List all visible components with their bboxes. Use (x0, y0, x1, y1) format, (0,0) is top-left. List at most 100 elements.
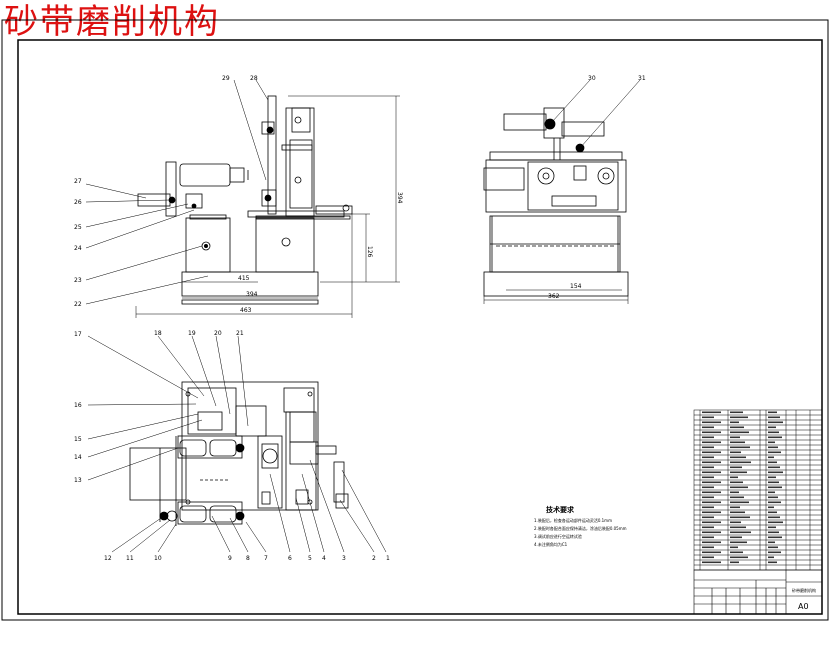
balloon-14: 14 (74, 454, 82, 461)
title-block (693, 569, 823, 615)
dim-front-base-width: 394 (246, 291, 258, 298)
parts-list-material-mark (768, 551, 781, 554)
balloon-20: 20 (214, 330, 222, 337)
tech-requirements: 技术要求 1.装配后，检查各运动部件运动灵活0.1mm 2.装配时各配合面应保持… (534, 505, 627, 547)
parts-list-material-mark (768, 441, 775, 444)
balloon-6: 6 (288, 555, 292, 562)
balloon-24: 24 (74, 245, 82, 252)
balloon-16: 16 (74, 402, 82, 409)
parts-list-code-mark (702, 436, 714, 439)
parts-list-code-mark (702, 551, 721, 554)
side-wheel-left (537, 167, 555, 185)
parts-list-name-mark (730, 536, 742, 539)
parts-list-name-mark (730, 466, 742, 469)
parts-list-name-mark (730, 426, 744, 429)
side-view (483, 107, 629, 297)
parts-list-material-mark (768, 456, 774, 459)
front-leaders (85, 79, 269, 305)
dim-front-side-height: 126 (366, 246, 373, 258)
parts-list-name-mark (730, 421, 739, 424)
parts-list-code-mark (702, 466, 714, 469)
outer-border (1, 19, 829, 621)
parts-list-material-mark (768, 476, 776, 479)
parts-list-material-mark (768, 466, 780, 469)
parts-list-name-mark (730, 496, 744, 499)
balloon-11: 11 (126, 555, 134, 562)
parts-list-code-mark (702, 471, 721, 474)
front-base-plate (181, 271, 319, 297)
dim-front-height: 394 (396, 192, 403, 204)
parts-list-name-mark (730, 476, 738, 479)
parts-list-name-mark (730, 511, 745, 514)
parts-list-code-mark (702, 426, 714, 429)
parts-list-code-mark (702, 506, 714, 509)
front-left-housing (185, 217, 231, 273)
parts-list-material-mark (768, 491, 775, 494)
parts-list-name-mark (730, 456, 746, 459)
parts-list-code-mark (702, 486, 714, 489)
balloon-22: 22 (74, 301, 82, 308)
balloon-3: 3 (342, 555, 346, 562)
balloon-25: 25 (74, 224, 82, 231)
parts-list-material-mark (768, 526, 776, 529)
parts-list-material-mark (768, 516, 780, 519)
parts-list-name-mark (730, 521, 741, 524)
parts-list-name-mark (730, 546, 738, 549)
balloon-4: 4 (322, 555, 326, 562)
parts-list-material-mark (768, 426, 776, 429)
front-motor (179, 163, 231, 187)
parts-list-code-mark (702, 491, 721, 494)
tech-line-1: 1.装配后，检查各运动部件运动灵活0.1mm (534, 517, 612, 523)
parts-list-name-mark (730, 441, 745, 444)
tech-requirements-title: 技术要求 (546, 505, 575, 514)
balloon-10: 10 (154, 555, 162, 562)
parts-list-material-mark (768, 556, 774, 559)
parts-list-name-mark (730, 526, 746, 529)
dim-side-inner-width: 154 (570, 283, 582, 290)
parts-list-material-mark (768, 511, 777, 514)
parts-list-code-mark (702, 411, 721, 414)
dim-front-overall-width: 463 (240, 307, 252, 314)
balloon-13: 13 (74, 477, 82, 484)
parts-list-code-mark (702, 451, 721, 454)
parts-list-code-mark (702, 546, 714, 549)
parts-list-name-mark (730, 506, 740, 509)
parts-list-name-mark (730, 551, 743, 554)
parts-list-code-mark (702, 476, 714, 479)
parts-list-code-mark (702, 561, 721, 564)
parts-list (693, 409, 823, 571)
balloon-9: 9 (228, 555, 232, 562)
parts-list-material-mark (768, 471, 783, 474)
plan-base (181, 381, 319, 511)
balloon-29: 29 (222, 75, 230, 82)
plan-roller-top (179, 439, 207, 457)
dim-front-inner-width: 415 (238, 275, 250, 282)
parts-list-code-mark (702, 556, 714, 559)
parts-list-name-mark (730, 481, 743, 484)
parts-list-material-mark (768, 451, 781, 454)
parts-list-code-mark (702, 536, 714, 539)
plan-leaders (87, 335, 387, 553)
parts-list-material-mark (768, 481, 779, 484)
parts-list-name-mark (730, 431, 749, 434)
parts-list-name-mark (730, 461, 751, 464)
parts-list-material-mark (768, 411, 777, 414)
balloon-7: 7 (264, 555, 268, 562)
title-block-name: 砂带磨削机构 (792, 587, 816, 593)
balloon-31: 31 (638, 75, 646, 82)
balloon-2: 2 (372, 555, 376, 562)
balloon-27: 27 (74, 178, 82, 185)
balloon-8: 8 (246, 555, 250, 562)
tech-line-2: 2.装配时各配合面应保持清洁，涂油后装配0.05mm (534, 525, 627, 531)
balloon-17: 17 (74, 331, 82, 338)
parts-list-material-mark (768, 546, 778, 549)
parts-list-material-mark (768, 536, 782, 539)
parts-list-name-mark (730, 491, 739, 494)
parts-list-name-mark (730, 561, 739, 564)
parts-list-material-mark (768, 541, 775, 544)
balloon-23: 23 (74, 277, 82, 284)
balloon-26: 26 (74, 199, 82, 206)
parts-list-code-mark (702, 511, 721, 514)
parts-list-name-mark (730, 556, 748, 559)
